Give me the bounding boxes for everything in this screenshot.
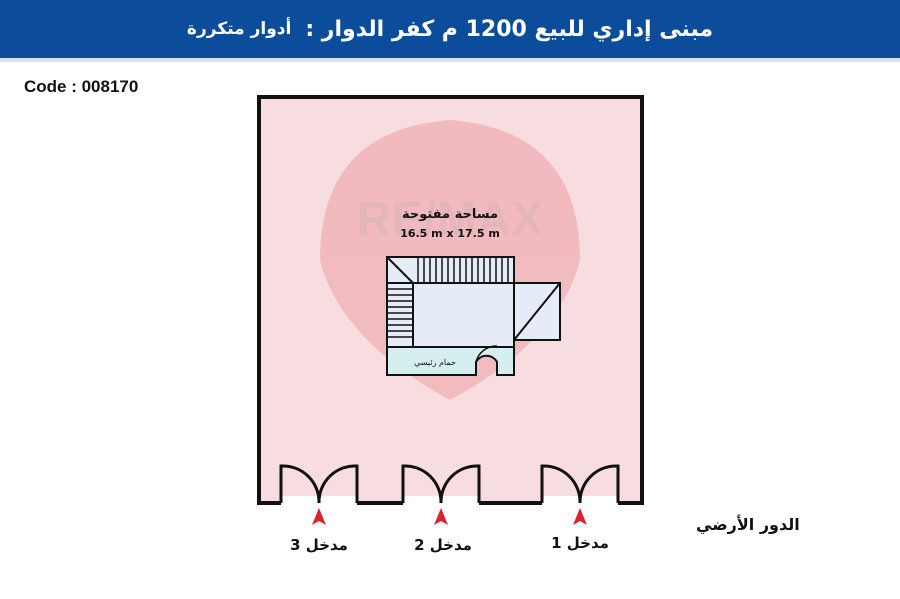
door-swings <box>279 464 620 504</box>
open-area-dims: 16.5 m x 17.5 m <box>400 227 500 240</box>
property-code: Code : 008170 <box>24 77 139 96</box>
core-block <box>386 256 561 376</box>
entrance-arrows <box>312 508 587 525</box>
bathroom-label: حمام رئيسي <box>414 358 456 367</box>
entrance-1-label: مدخل 1 <box>551 534 609 552</box>
page-title: مبنى إداري للبيع 1200 م كفر الدوار : <box>305 16 714 42</box>
header-banner: مبنى إداري للبيع 1200 م كفر الدوار : أدو… <box>0 0 900 62</box>
page-subtitle: أدوار متكررة <box>186 19 292 39</box>
entrance-2-label: مدخل 2 <box>414 536 472 554</box>
watermark-text: RE/MAX <box>357 193 544 246</box>
floor-label: الدور الأرضي <box>696 515 800 534</box>
entrance-3-label: مدخل 3 <box>290 536 348 554</box>
entrance-doors <box>281 496 618 508</box>
entrance-2-arrow <box>434 508 448 525</box>
entrance-3-arrow <box>312 508 326 525</box>
open-area-label: مساحة مفتوحة <box>402 207 498 222</box>
entrance-1-arrow <box>573 508 587 525</box>
